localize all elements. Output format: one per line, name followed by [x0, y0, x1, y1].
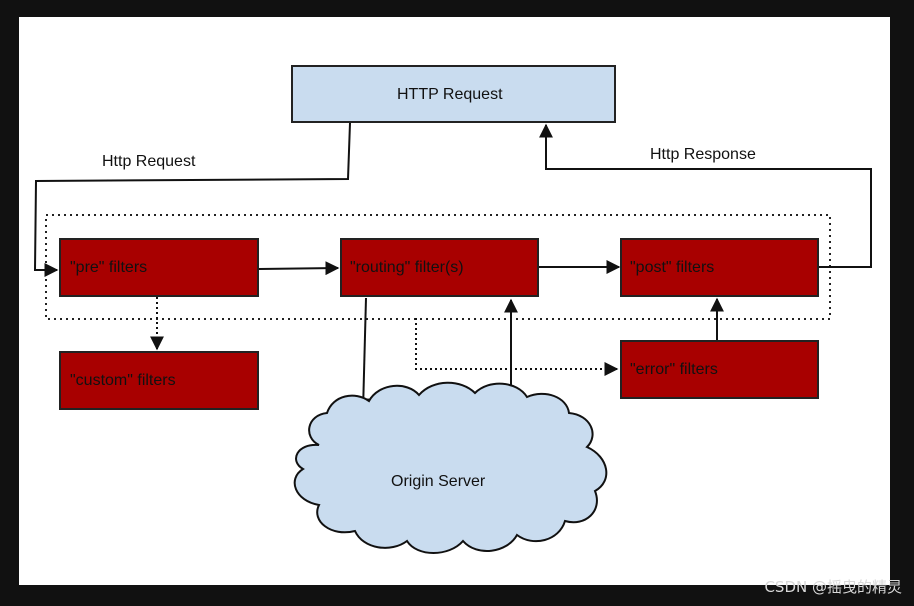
- http-request-box: HTTP Request: [291, 65, 616, 123]
- pre-filters-box: "pre" filters: [59, 238, 259, 297]
- diagram-connectors: [33, 122, 872, 554]
- custom-filters-label: "custom" filters: [70, 372, 176, 389]
- pre-filters-label: "pre" filters: [70, 259, 148, 276]
- diagram-canvas: HTTP Request Http Request Http Response …: [19, 17, 890, 585]
- origin-server-cloud: [293, 381, 608, 554]
- post-filters-box: "post" filters: [620, 238, 819, 297]
- post-filters-label: "post" filters: [630, 259, 715, 276]
- routing-filters-box: "routing" filter(s): [340, 238, 539, 297]
- custom-filters-box: "custom" filters: [59, 351, 259, 410]
- edge-label-http-request: Http Request: [102, 153, 196, 170]
- error-filters-box: "error" filters: [620, 340, 819, 399]
- error-filters-label: "error" filters: [630, 361, 718, 378]
- edge-request-to-pre: [33, 122, 351, 277]
- edge-label-http-response: Http Response: [650, 146, 756, 163]
- routing-filters-label: "routing" filter(s): [350, 259, 464, 276]
- edge-routing-to-origin: [356, 297, 371, 413]
- origin-server-label: Origin Server: [391, 473, 486, 490]
- watermark-text: CSDN @摇曳的精灵: [764, 578, 902, 596]
- edge-routing-to-error: [415, 318, 619, 376]
- http-request-box-label: HTTP Request: [397, 86, 503, 103]
- edge-pre-to-routing: [258, 261, 340, 276]
- edge-post-to-response: [539, 123, 872, 268]
